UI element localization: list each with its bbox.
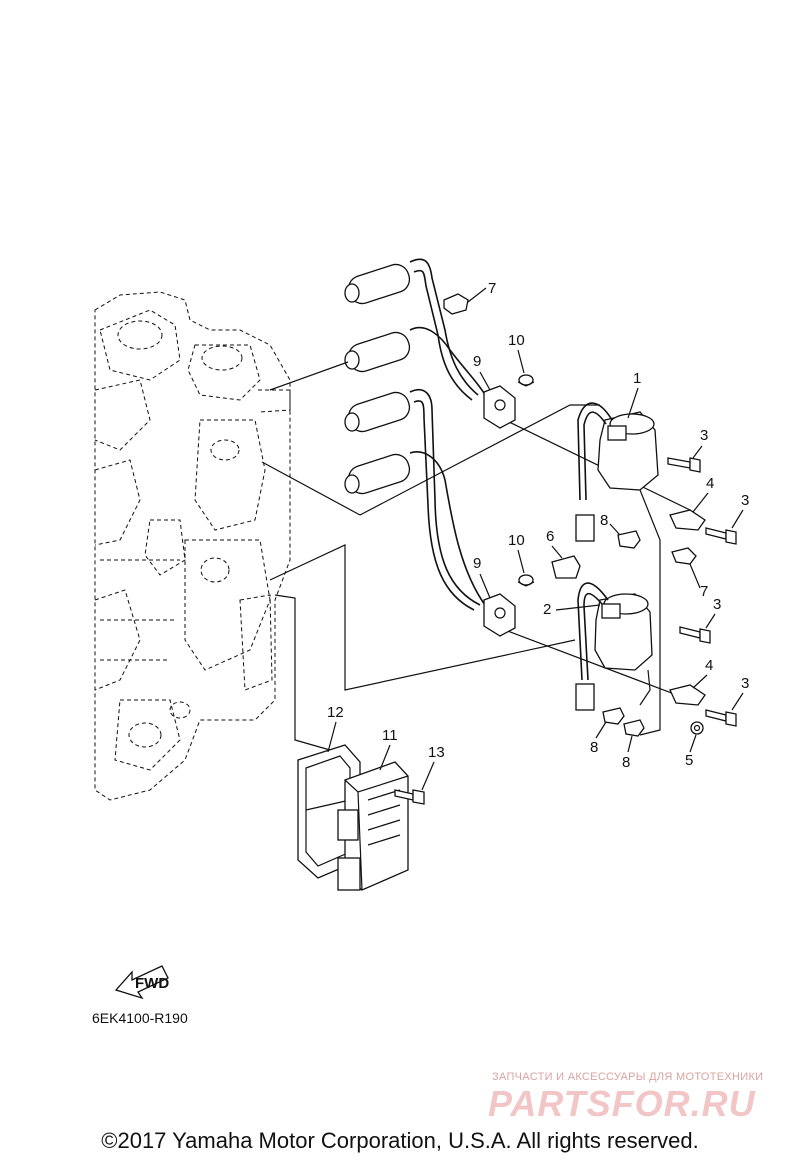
fwd-arrow-icon: FWD [114, 965, 169, 1000]
holder-8a [617, 530, 641, 549]
callout-3a: 3 [700, 427, 708, 444]
copyright-notice: ©2017 Yamaha Motor Corporation, U.S.A. A… [101, 1128, 699, 1153]
callout-3d: 3 [741, 675, 749, 692]
callout-3c: 3 [713, 596, 721, 613]
callout-4b: 4 [705, 657, 713, 674]
diagram-part-code: 6EK4100-R190 [92, 1010, 188, 1026]
bolt-3b [705, 527, 737, 545]
engine-block [94, 291, 291, 801]
cdi-unit [337, 761, 409, 891]
lead-holder-upper [483, 385, 516, 429]
callout-10b: 10 [508, 532, 525, 549]
callout-8a: 8 [600, 512, 608, 529]
lead-holder-lower [483, 593, 516, 637]
callouts: 1 2 3 3 3 3 4 4 5 6 7 7 8 [327, 280, 749, 791]
callout-12: 12 [327, 704, 344, 721]
ignition-coil-lower [575, 582, 653, 711]
ignition-coil-upper [575, 402, 659, 542]
callout-13: 13 [428, 744, 445, 761]
bolt-13 [394, 789, 425, 805]
screw-lower [517, 574, 535, 587]
spark-plug-lead-1 [344, 258, 479, 401]
holder-6 [551, 555, 581, 579]
callout-11: 11 [382, 727, 398, 744]
coil-connector-upper [575, 514, 595, 542]
bolt-3d [705, 709, 737, 727]
bolt-3a [667, 457, 701, 473]
bracket-upper [669, 509, 706, 531]
callout-2: 2 [543, 601, 551, 618]
callout-10a: 10 [508, 332, 525, 349]
grommet [690, 721, 704, 735]
clip-upper [443, 293, 469, 315]
callout-8b: 8 [590, 739, 598, 756]
spark-plug-lead-4 [344, 451, 486, 606]
watermark-tagline: ЗАПЧАСТИ И АКСЕССУАРЫ ДЛЯ МОТОТЕХНИКИ [492, 1071, 764, 1083]
screw-upper [517, 374, 535, 387]
callout-1: 1 [633, 370, 641, 387]
holder-8b [602, 707, 625, 725]
callout-3b: 3 [741, 492, 749, 509]
fwd-label: FWD [135, 975, 169, 992]
watermark-brand: PARTSFOR.RU [488, 1083, 756, 1124]
spark-plug-lead-3 [344, 388, 481, 611]
callout-9a: 9 [473, 353, 481, 370]
callout-5: 5 [685, 752, 693, 769]
holder-8c [623, 719, 645, 737]
callout-8c: 8 [622, 754, 630, 771]
coil-connector-lower [575, 683, 595, 711]
clip-lower [671, 547, 697, 565]
callout-4a: 4 [706, 475, 714, 492]
callout-7b: 7 [700, 583, 708, 600]
spark-plug-lead-2 [344, 326, 486, 396]
callout-7a: 7 [488, 280, 496, 297]
bracket-lower [669, 684, 706, 706]
callout-6: 6 [546, 528, 554, 545]
bolt-3c [679, 626, 711, 644]
callout-9b: 9 [473, 555, 481, 572]
